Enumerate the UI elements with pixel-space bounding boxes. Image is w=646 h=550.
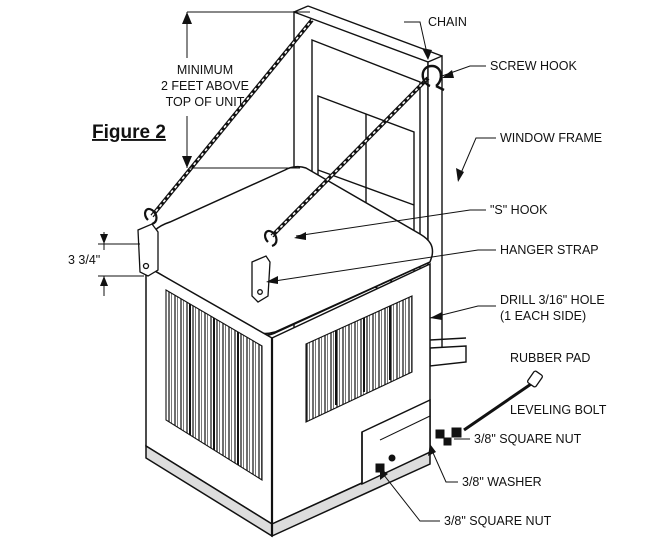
label-washer: 3/8" WASHER — [462, 475, 542, 489]
label-minimum-2: 2 FEET ABOVE — [161, 79, 249, 93]
leader-lines — [98, 11, 496, 522]
screw-hook — [421, 64, 445, 92]
label-screw-hook: SCREW HOOK — [490, 59, 577, 73]
label-rubber-pad: RUBBER PAD — [510, 351, 590, 365]
label-square-nut-2: 3/8" SQUARE NUT — [444, 514, 552, 528]
label-drill-2: (1 EACH SIDE) — [500, 309, 586, 323]
hanger-strap — [137, 223, 271, 303]
chain-links — [151, 19, 429, 237]
label-chain: CHAIN — [428, 15, 467, 29]
label-drill-1: DRILL 3/16" HOLE — [500, 293, 605, 307]
s-hook — [143, 207, 278, 248]
label-s-hook: "S" HOOK — [490, 203, 548, 217]
label-minimum-3: TOP OF UNIT — [166, 95, 245, 109]
label-minimum-1: MINIMUM — [177, 63, 233, 77]
label-square-nut-1: 3/8" SQUARE NUT — [474, 432, 582, 446]
label-leveling-bolt: LEVELING BOLT — [510, 403, 607, 417]
arrowheads — [100, 12, 464, 480]
label-window-frame: WINDOW FRAME — [500, 131, 602, 145]
label-dimension: 3 3/4" — [68, 253, 100, 267]
leveling-bolt — [375, 370, 543, 473]
figure-title: Figure 2 — [92, 122, 166, 143]
label-hanger-strap: HANGER STRAP — [500, 243, 599, 257]
